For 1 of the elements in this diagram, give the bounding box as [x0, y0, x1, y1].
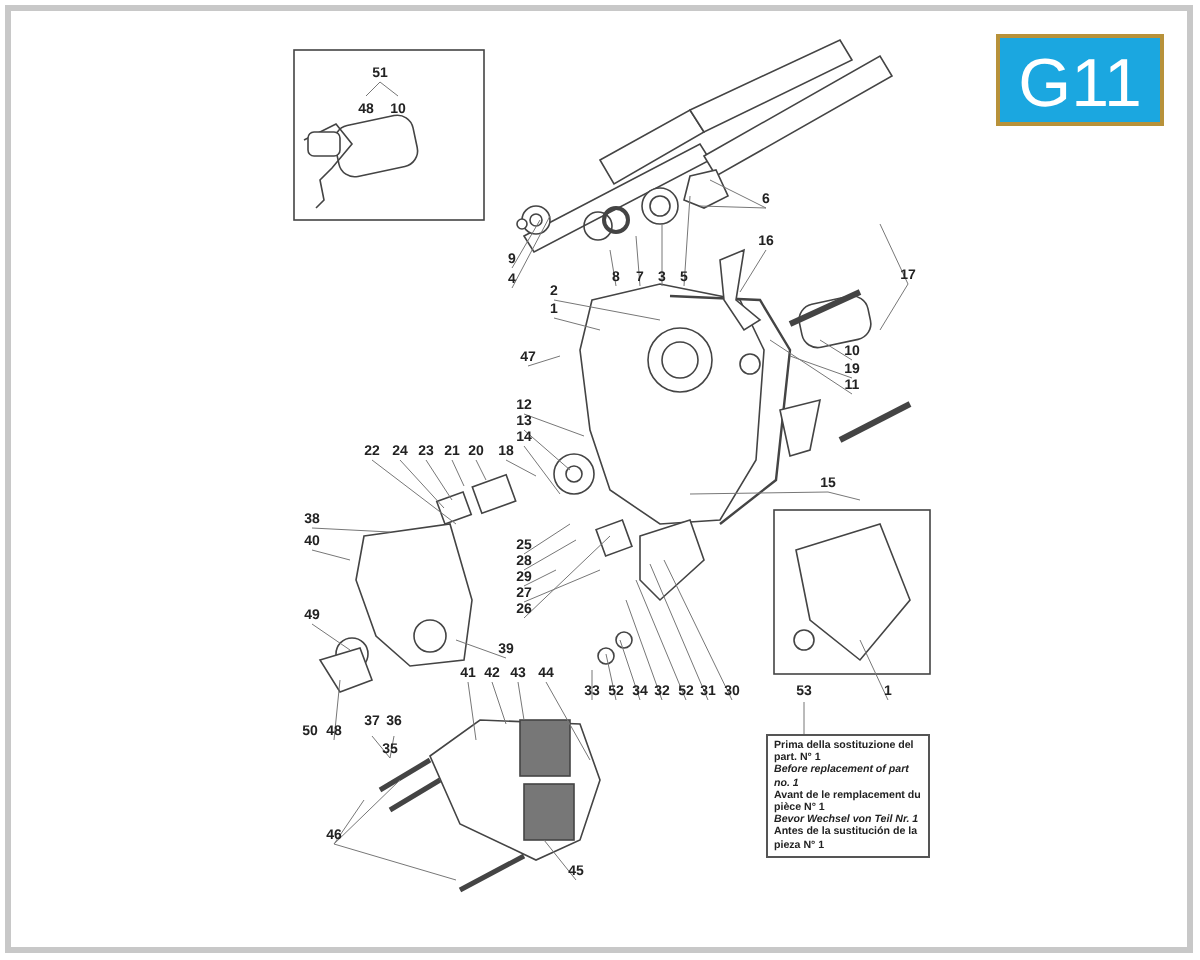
page-code-badge: G11: [996, 34, 1164, 126]
